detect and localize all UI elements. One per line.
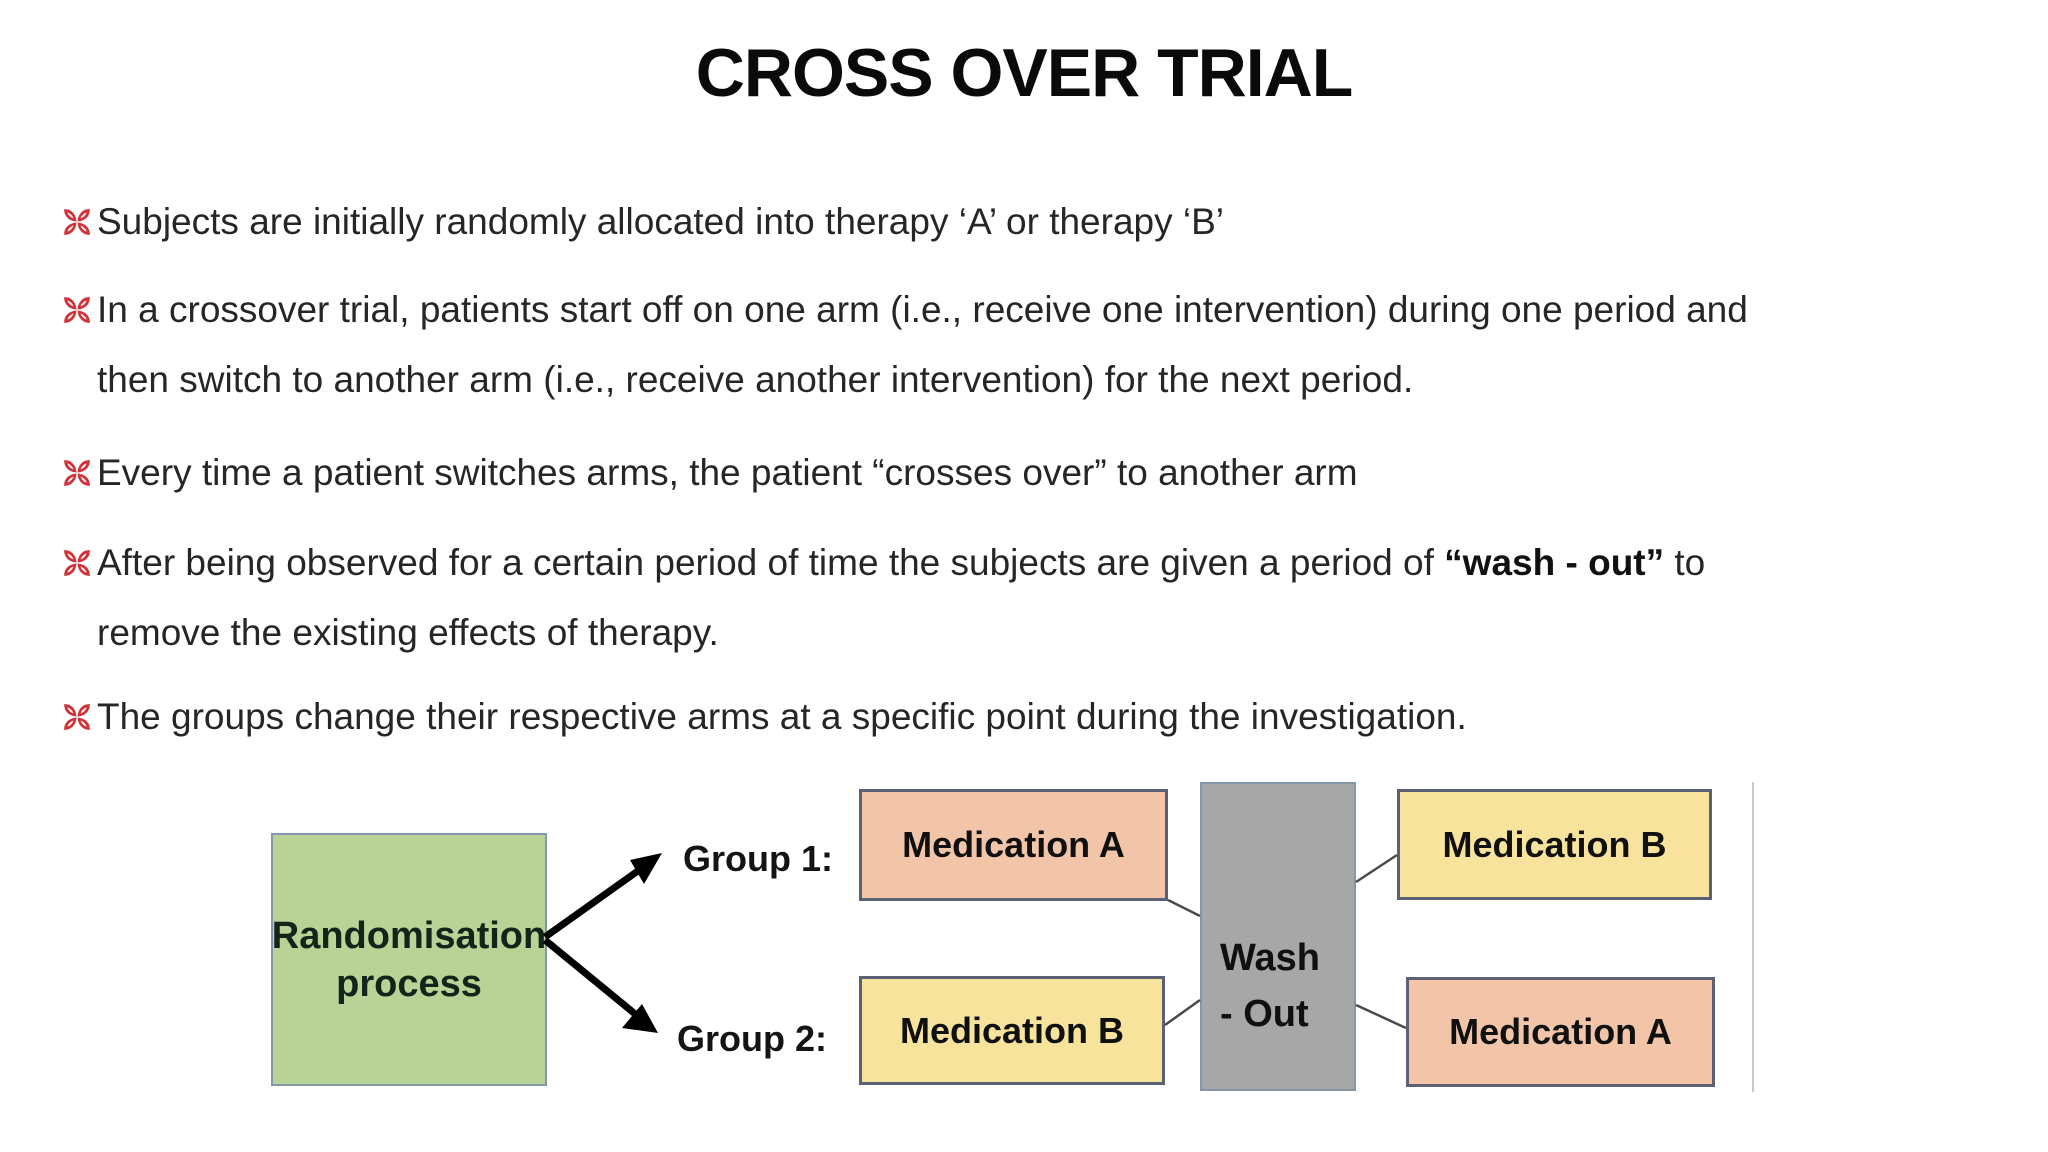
connector-washout-to-b bbox=[1355, 853, 1398, 884]
medication-label: Medication A bbox=[902, 824, 1125, 865]
bullet-text-post: to bbox=[1664, 542, 1706, 583]
bullet-item: After being observed for a certain perio… bbox=[59, 528, 1705, 668]
connector-b-to-washout bbox=[1164, 998, 1201, 1027]
bullet-item: Every time a patient switches arms, the … bbox=[59, 438, 1358, 508]
flower-bullet-icon bbox=[64, 209, 90, 235]
randomisation-label-line1: Randomisation bbox=[271, 914, 547, 957]
group2-period1-medication-b-box: Medication B bbox=[859, 976, 1165, 1085]
bullet-text: In a crossover trial, patients start off… bbox=[97, 275, 1748, 415]
group1-label: Group 1: bbox=[683, 838, 833, 879]
bullet-item: In a crossover trial, patients start off… bbox=[59, 275, 1748, 415]
arrow-to-group2 bbox=[542, 937, 658, 1033]
bullet-text: After being observed for a certain perio… bbox=[97, 528, 1705, 668]
connector-washout-to-a bbox=[1355, 1003, 1407, 1030]
washout-box: Wash - Out bbox=[1200, 782, 1356, 1091]
bullet-text: The groups change their respective arms … bbox=[97, 696, 1467, 737]
washout-label-line2: - Out bbox=[1220, 993, 1309, 1035]
bullet-line: remove the existing effects of therapy. bbox=[97, 612, 719, 653]
bullet-text: Every time a patient switches arms, the … bbox=[97, 452, 1358, 493]
bullet-item: Subjects are initially randomly allocate… bbox=[59, 187, 1224, 257]
randomisation-process-box: Randomisation process bbox=[271, 833, 547, 1086]
bullet-text-bold: “wash - out” bbox=[1444, 542, 1665, 583]
flower-bullet-icon bbox=[64, 704, 90, 730]
group2-period2-medication-a-box: Medication A bbox=[1406, 977, 1715, 1087]
bullet-text-pre: After being observed for a certain perio… bbox=[97, 542, 1445, 583]
group2-label: Group 2: bbox=[677, 1018, 827, 1059]
page-title: CROSS OVER TRIAL bbox=[695, 35, 1354, 111]
group1-period1-medication-a-box: Medication A bbox=[859, 789, 1168, 901]
bullet-text: Subjects are initially randomly allocate… bbox=[97, 201, 1225, 242]
medication-label: Medication B bbox=[1442, 823, 1667, 865]
medication-label: Medication A bbox=[1449, 1011, 1672, 1052]
flower-bullet-icon bbox=[64, 550, 90, 576]
washout-label-line1: Wash bbox=[1220, 937, 1320, 979]
bullet-line: In a crossover trial, patients start off… bbox=[97, 289, 1748, 330]
arrow-to-group1 bbox=[542, 853, 662, 940]
bullet-line: then switch to another arm (i.e., receiv… bbox=[97, 359, 1414, 400]
connector-a-to-washout bbox=[1167, 898, 1201, 918]
medication-label: Medication B bbox=[899, 1009, 1124, 1051]
flower-bullet-icon bbox=[64, 297, 90, 323]
bullet-line: After being observed for a certain perio… bbox=[97, 528, 1705, 598]
flower-bullet-icon bbox=[64, 460, 90, 486]
bullet-item: The groups change their respective arms … bbox=[59, 682, 1467, 752]
group1-period2-medication-b-box: Medication B bbox=[1397, 789, 1712, 900]
randomisation-label-line2: process bbox=[336, 962, 482, 1005]
